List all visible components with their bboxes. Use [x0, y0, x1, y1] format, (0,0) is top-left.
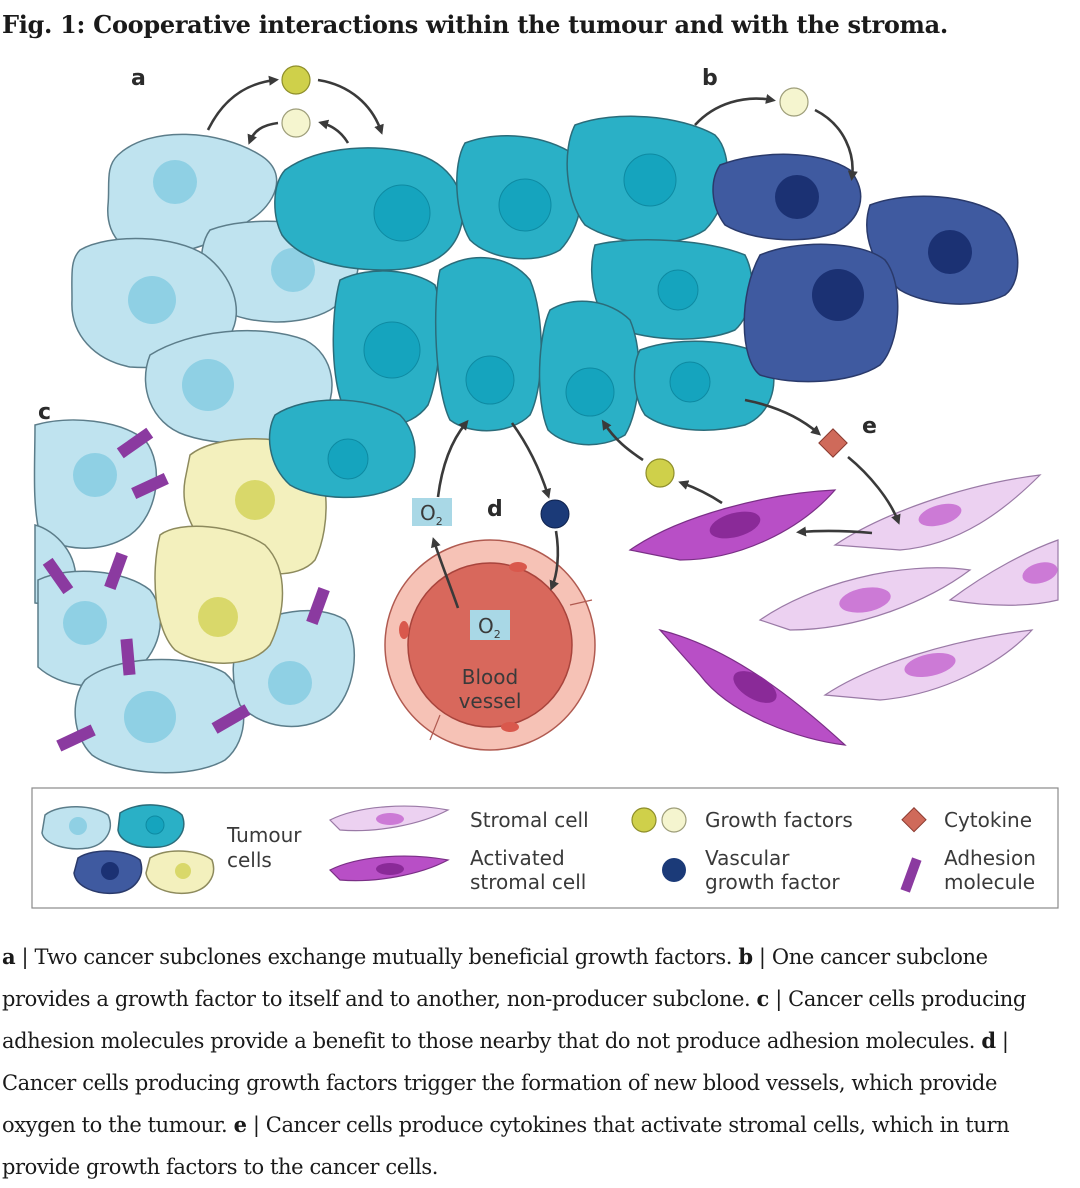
blood-vessel: O2 Blood vessel	[384, 539, 596, 751]
figure-legend: Tumour cells Stromal cell Activated stro…	[31, 787, 1059, 909]
legend-cytokine-icon	[901, 806, 927, 833]
growth-factor-yellow	[281, 65, 311, 95]
vascular-growth-factor	[540, 499, 570, 529]
adhesion-molecules	[42, 427, 330, 752]
legend-vascular-1: Vascular	[705, 846, 790, 870]
activated-stromal-cells	[628, 489, 847, 746]
growth-factor-pale-b	[779, 87, 809, 117]
arrows	[206, 75, 901, 609]
signal-molecules	[281, 65, 848, 529]
caption-text-c: | Cancer cells producing adhesion molecu…	[2, 987, 1026, 1053]
caption-text-e: | Cancer cells produce cytokines that ac…	[2, 1113, 1010, 1179]
growth-factor-yellow-e	[645, 458, 675, 488]
teal-tumour-cells	[268, 115, 775, 499]
o2-vessel-box	[470, 610, 510, 640]
caption-label-d: d	[981, 1028, 996, 1053]
legend-vascular-growth-factor-icon	[662, 858, 686, 882]
legend-adhesion-2: molecule	[944, 870, 1035, 894]
legend-tumour-cells-1: Tumour	[226, 823, 302, 847]
panel-label-d: d	[487, 497, 503, 522]
legend-stromal-cell: Stromal cell	[470, 808, 589, 832]
o2-top-box	[412, 498, 452, 526]
legend-vascular-2: growth factor	[705, 870, 840, 894]
panel-label-c: c	[38, 400, 51, 425]
o2-vessel-label: O2	[478, 614, 501, 641]
legend-growth-factor-pale	[661, 807, 687, 833]
panel-label-e: e	[862, 414, 877, 439]
navy-tumour-cells	[712, 153, 1019, 383]
figure-caption: a | Two cancer subclones exchange mutual…	[2, 936, 1072, 1188]
legend-activated-2: stromal cell	[470, 870, 586, 894]
stromal-cells	[758, 474, 1059, 701]
caption-text-b: | One cancer subclone provides a growth …	[2, 945, 988, 1011]
blood-vessel-label-2: vessel	[459, 689, 522, 713]
caption-text-d: | Cancer cells producing growth factors …	[2, 1029, 1009, 1137]
growth-factor-pale	[281, 108, 311, 138]
figure-title: Fig. 1: Cooperative interactions within …	[2, 10, 948, 39]
o2-top-label: O2	[420, 501, 443, 528]
legend-adhesion-icon	[900, 857, 922, 893]
legend-stromal-nucleus	[376, 813, 404, 825]
legend-adhesion-1: Adhesion	[944, 846, 1036, 870]
caption-label-c: c	[756, 986, 770, 1011]
caption-label-e: e	[233, 1112, 247, 1137]
figure-diagram: O2 Blood vessel O2	[31, 65, 1059, 909]
legend-growth-factor-yellow	[631, 807, 657, 833]
legend-activated-nucleus	[376, 863, 404, 875]
legend-growth-factors: Growth factors	[705, 808, 853, 832]
caption-label-b: b	[738, 944, 753, 969]
panel-label-a: a	[131, 66, 146, 91]
blood-vessel-label-1: Blood	[462, 665, 518, 689]
cytokine-diamond	[818, 428, 848, 458]
legend-activated-1: Activated	[470, 846, 565, 870]
legend-tumour-cell-icons	[41, 804, 215, 895]
caption-text-a: | Two cancer subclones exchange mutually…	[15, 945, 739, 969]
legend-tumour-cells-2: cells	[227, 848, 272, 872]
caption-label-a: a	[2, 944, 16, 969]
panel-label-b: b	[702, 66, 718, 91]
legend-cytokine: Cytokine	[944, 808, 1032, 832]
